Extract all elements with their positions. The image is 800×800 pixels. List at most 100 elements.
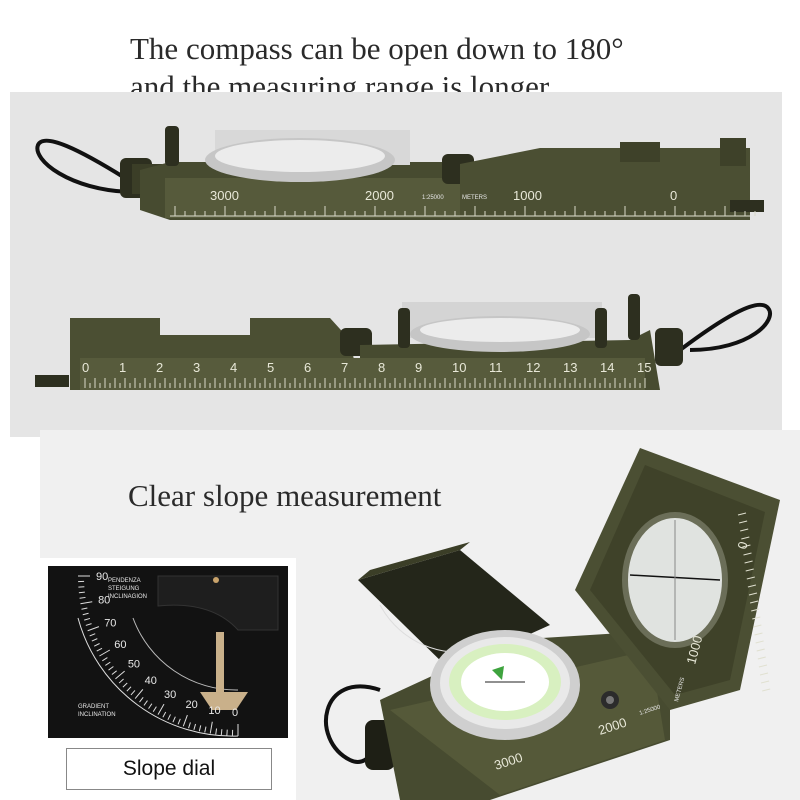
open-ruler-tick bbox=[744, 560, 753, 564]
dial-tick bbox=[87, 626, 100, 632]
dial-tick bbox=[93, 643, 100, 647]
wire-ring bbox=[678, 302, 772, 352]
dial-degree-label: 10 bbox=[208, 705, 220, 717]
dial-tick bbox=[148, 703, 153, 709]
dial-tick bbox=[78, 591, 85, 594]
open-ruler-tick bbox=[749, 600, 759, 604]
open-ruler-tick bbox=[758, 664, 768, 668]
dial-title-1: PENDENZA bbox=[108, 578, 141, 584]
dial-degree-label: 40 bbox=[145, 675, 157, 687]
dial-tick bbox=[172, 716, 176, 723]
open-compass-photo: 3000 2000 1:25000 1000 METERS 0 bbox=[324, 448, 780, 800]
mid-scale-label: 15 bbox=[637, 360, 651, 375]
dial-tick bbox=[193, 723, 197, 730]
dial-tick bbox=[91, 638, 98, 642]
dial-tick bbox=[162, 711, 167, 718]
dial-tick bbox=[167, 714, 171, 721]
headline: The compass can be open down to 180° and… bbox=[130, 30, 770, 106]
open-ruler-tick bbox=[755, 640, 764, 644]
mid-scale-label: 0 bbox=[82, 360, 89, 375]
dial-degree-label: 60 bbox=[114, 639, 126, 651]
open-ruler-tick bbox=[757, 656, 766, 660]
dial-tick bbox=[115, 670, 125, 680]
dial-degree-label: 70 bbox=[104, 618, 116, 630]
open-ruler-tick bbox=[747, 584, 757, 588]
dial-tick bbox=[215, 728, 218, 735]
open-ruler-tick bbox=[745, 568, 754, 572]
open-ruler-tick bbox=[743, 552, 752, 556]
mid-scale-label: 2 bbox=[156, 360, 163, 375]
dial-tick bbox=[102, 657, 108, 662]
open-ruler-tick bbox=[746, 576, 755, 580]
mid-scale-label: 6 bbox=[304, 360, 311, 375]
slope-dial-caption: Slope dial bbox=[66, 748, 272, 790]
top-scale-2000: 2000 bbox=[365, 188, 394, 203]
dial-tick bbox=[118, 678, 124, 684]
dial-title-2: STEIGUNG bbox=[108, 586, 140, 592]
dial-tick bbox=[209, 721, 213, 734]
mid-scale-label: 4 bbox=[230, 360, 237, 375]
slope-dial-photo: PENDENZA STEIGUNG INCLINAGION GRADIENT I… bbox=[48, 566, 288, 738]
dial-tick bbox=[126, 686, 132, 692]
slope-dial-inset: PENDENZA STEIGUNG INCLINAGION GRADIENT I… bbox=[38, 558, 296, 800]
open-ruler-tick bbox=[752, 616, 761, 620]
dial-tick bbox=[177, 718, 181, 725]
top-compass-photo: 3000 2000 1:25000 METERS 1000 0 bbox=[35, 126, 764, 220]
mid-scale-label: 8 bbox=[378, 360, 385, 375]
dial-tick bbox=[84, 617, 91, 621]
top-scale-3000: 3000 bbox=[210, 188, 239, 203]
open-ruler-tick bbox=[754, 632, 763, 636]
dial-tick bbox=[198, 725, 202, 732]
mid-scale-label: 3 bbox=[193, 360, 200, 375]
mid-scale-label: 1 bbox=[119, 360, 126, 375]
dial-bottom-2: INCLINATION bbox=[78, 712, 116, 718]
dial-tick bbox=[105, 661, 111, 666]
dial-tick bbox=[220, 729, 223, 736]
open-ruler-tick bbox=[737, 512, 747, 516]
open-ruler-tick bbox=[759, 672, 769, 676]
dial-tick bbox=[143, 700, 148, 706]
dial-tick bbox=[96, 647, 103, 652]
dial-degree-label: 90 bbox=[96, 571, 108, 583]
open-scale-1000: 1000 bbox=[683, 634, 705, 666]
dial-tick bbox=[89, 633, 96, 637]
open-ruler-tick bbox=[741, 536, 750, 540]
mid-scale-label: 13 bbox=[563, 360, 577, 375]
dial-tick bbox=[80, 601, 93, 605]
dial-tick bbox=[188, 722, 191, 729]
dial-degree-label: 0 bbox=[232, 707, 238, 719]
open-ruler-tick bbox=[751, 608, 760, 612]
open-scale-0: 0 bbox=[734, 540, 750, 551]
dial-tick bbox=[134, 689, 144, 699]
dial-tick bbox=[85, 623, 92, 626]
mid-scale-label: 14 bbox=[600, 360, 614, 375]
mid-scale-label: 11 bbox=[489, 360, 503, 375]
mid-scale-label: 10 bbox=[452, 360, 466, 375]
dial-tick bbox=[152, 706, 157, 712]
open-ruler-tick bbox=[748, 592, 758, 596]
mid-scale-label: 9 bbox=[415, 360, 422, 375]
top-scale-ratio: 1:25000 bbox=[422, 195, 444, 201]
open-ruler-tick bbox=[760, 680, 770, 684]
wire-ring bbox=[35, 138, 131, 194]
dial-tick bbox=[81, 607, 88, 610]
dial-degree-label: 50 bbox=[128, 658, 140, 670]
top-scale-0: 0 bbox=[670, 188, 677, 203]
dial-tick bbox=[82, 612, 89, 616]
dial-tick bbox=[122, 682, 128, 688]
open-ruler-tick bbox=[753, 624, 762, 628]
top-scale-unit: METERS bbox=[462, 195, 487, 201]
dial-degree-label: 30 bbox=[164, 689, 176, 701]
dial-degree-label: 80 bbox=[98, 595, 110, 607]
open-ruler-tick bbox=[740, 528, 749, 532]
dial-tick bbox=[139, 697, 144, 703]
dial-degree-label: 20 bbox=[185, 699, 197, 711]
dial-tick bbox=[182, 714, 188, 727]
headline-line-1: The compass can be open down to 180° bbox=[130, 31, 624, 66]
open-ruler-tick bbox=[756, 648, 765, 652]
dial-tick bbox=[157, 703, 165, 715]
dial-title-3: INCLINAGION bbox=[108, 594, 147, 600]
dial-tick bbox=[111, 670, 117, 675]
dial-bottom-1: GRADIENT bbox=[78, 704, 109, 710]
